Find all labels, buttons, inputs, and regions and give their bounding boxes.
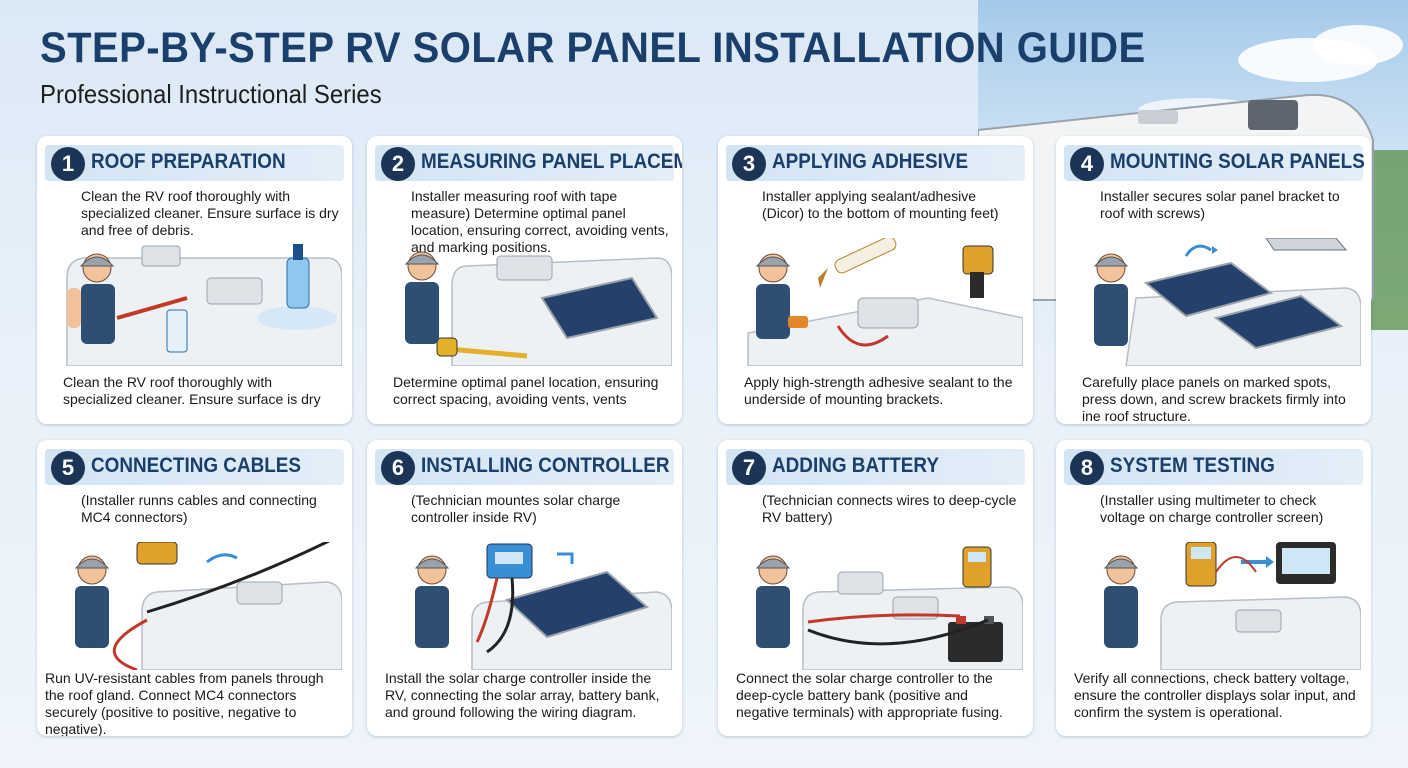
- mounting-illustration: [1066, 238, 1361, 366]
- step-description-top: (Technician mountes solar charge control…: [411, 492, 621, 525]
- step-description-bottom: Apply high-strength adhesive sealant to …: [744, 374, 1013, 407]
- step-description-bottom: Carefully place panels on marked spots, …: [1082, 374, 1346, 424]
- step-description-top: (Installer using multimeter to check vol…: [1100, 492, 1324, 525]
- step-description-bottom: Verify all connections, check battery vo…: [1074, 670, 1356, 720]
- step-description-top: Installer measuring roof with tape measu…: [411, 188, 669, 255]
- step-description-bottom: Install the solar charge controller insi…: [385, 670, 660, 720]
- testing-illustration: [1066, 542, 1361, 670]
- step-number-badge: 4: [1070, 147, 1104, 181]
- step-card-4: 4 MOUNTING SOLAR PANELS Installer secure…: [1056, 136, 1371, 424]
- step-number-badge: 1: [51, 147, 85, 181]
- step-number-badge: 2: [381, 147, 415, 181]
- controller-illustration: [377, 542, 672, 670]
- step-description-top: Installer secures solar panel bracket to…: [1100, 188, 1340, 221]
- step-header: 2 MEASURING PANEL PLACEMENT: [375, 145, 682, 181]
- step-header: 6 INSTALLING CONTROLLER: [375, 449, 674, 485]
- step-description-bottom: Determine optimal panel location, ensuri…: [393, 374, 659, 407]
- step-number-badge: 7: [732, 451, 766, 485]
- step-header: 8 SYSTEM TESTING: [1064, 449, 1363, 485]
- step-header: 5 CONNECTING CABLES: [45, 449, 344, 485]
- battery-illustration: [728, 542, 1023, 670]
- step-card-1: 1 ROOF PREPARATION Clean the RV roof tho…: [37, 136, 352, 424]
- adhesive-illustration: [728, 238, 1023, 366]
- roof-cleaning-illustration: [47, 238, 342, 366]
- step-title: INSTALLING CONTROLLER: [421, 454, 670, 477]
- step-header: 1 ROOF PREPARATION: [45, 145, 344, 181]
- step-title: ROOF PREPARATION: [91, 150, 286, 173]
- step-number-badge: 5: [51, 451, 85, 485]
- step-title: CONNECTING CABLES: [91, 454, 302, 477]
- tape-measure-illustration: [377, 238, 672, 366]
- step-title: APPLYING ADHESIVE: [772, 150, 969, 173]
- step-description-top: Clean the RV roof thoroughly with specia…: [81, 188, 339, 238]
- step-card-3: 3 APPLYING ADHESIVE Installer applying s…: [718, 136, 1033, 424]
- step-header: 7 ADDING BATTERY: [726, 449, 1025, 485]
- step-description-bottom: Clean the RV roof thoroughly with specia…: [63, 374, 321, 407]
- step-card-8: 8 SYSTEM TESTING (Installer using multim…: [1056, 440, 1371, 736]
- step-description-top: (Installer runns cables and connecting M…: [81, 492, 317, 525]
- step-header: 4 MOUNTING SOLAR PANELS: [1064, 145, 1365, 181]
- step-title: MOUNTING SOLAR PANELS: [1110, 150, 1365, 173]
- cables-illustration: [47, 542, 342, 670]
- step-description-bottom: Run UV-resistant cables from panels thro…: [45, 670, 324, 736]
- step-header: 3 APPLYING ADHESIVE: [726, 145, 1025, 181]
- step-card-2: 2 MEASURING PANEL PLACEMENT Installer me…: [367, 136, 682, 424]
- step-description-bottom: Connect the solar charge controller to t…: [736, 670, 1003, 720]
- step-card-6: 6 INSTALLING CONTROLLER (Technician moun…: [367, 440, 682, 736]
- step-number-badge: 3: [732, 147, 766, 181]
- step-title: ADDING BATTERY: [772, 454, 939, 477]
- step-card-5: 5 CONNECTING CABLES (Installer runns cab…: [37, 440, 352, 736]
- page-title: STEP-BY-STEP RV SOLAR PANEL INSTALLATION…: [40, 24, 1146, 72]
- step-title: SYSTEM TESTING: [1110, 454, 1275, 477]
- step-card-7: 7 ADDING BATTERY (Technician connects wi…: [718, 440, 1033, 736]
- step-number-badge: 8: [1070, 451, 1104, 485]
- step-description-top: Installer applying sealant/adhesive (Dic…: [762, 188, 999, 221]
- step-title: MEASURING PANEL PLACEMENT: [421, 150, 682, 173]
- step-number-badge: 6: [381, 451, 415, 485]
- step-description-top: (Technician connects wires to deep-cycle…: [762, 492, 1017, 525]
- page-subtitle: Professional Instructional Series: [40, 79, 382, 109]
